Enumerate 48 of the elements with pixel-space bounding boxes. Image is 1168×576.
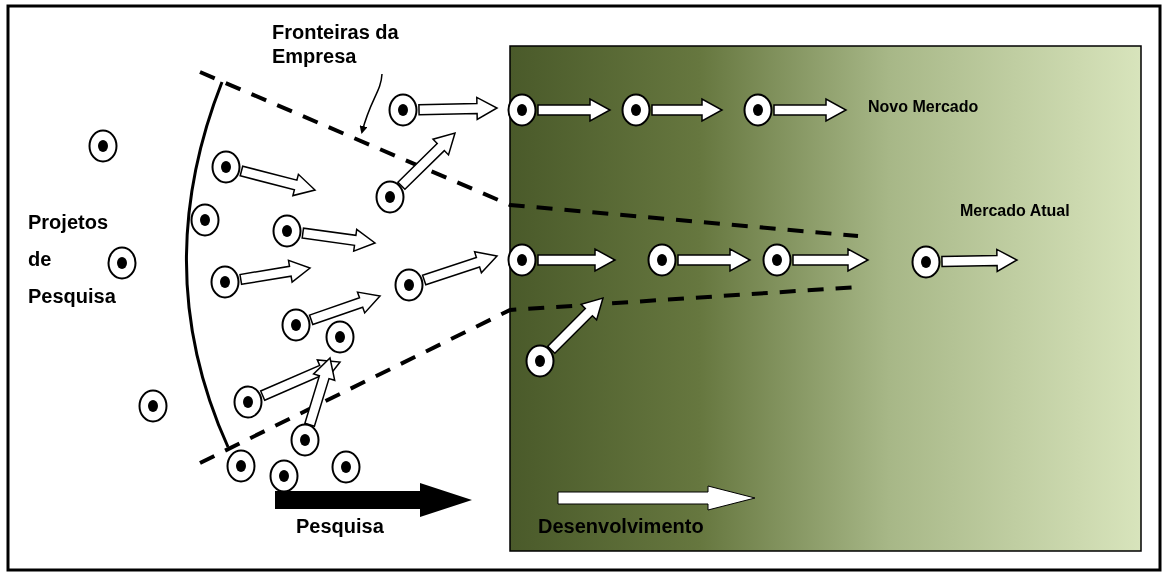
project-circle <box>762 243 792 277</box>
project-circle <box>211 150 241 184</box>
arrow <box>308 291 382 326</box>
project-circle <box>290 423 320 457</box>
project-circle <box>272 214 302 248</box>
project-circle <box>647 243 677 277</box>
project-circle <box>269 459 299 493</box>
arrow <box>421 250 499 286</box>
project-circle <box>375 180 405 214</box>
project-circle <box>107 246 137 280</box>
arrow <box>773 97 848 123</box>
label-text: Novo Mercado <box>868 97 980 117</box>
project-circle <box>331 450 361 484</box>
label-text: Projetos de Pesquisa <box>28 210 117 309</box>
arrow <box>651 97 724 123</box>
arrow <box>941 248 1019 273</box>
project-circle <box>190 203 220 237</box>
project-circle <box>226 449 256 483</box>
project-circle <box>138 389 168 423</box>
project-circle <box>210 265 240 299</box>
arrow <box>239 165 317 197</box>
arrow <box>546 296 605 355</box>
boundary-label: Fronteiras da Empresa <box>272 20 442 68</box>
arrow <box>396 131 457 191</box>
project-circle <box>621 93 651 127</box>
arrow <box>537 97 612 123</box>
arrow <box>677 247 752 273</box>
label-text: Pesquisa <box>296 514 385 538</box>
project-circle <box>507 243 537 277</box>
label-text: Desenvolvimento <box>538 514 705 538</box>
project-circle <box>525 344 555 378</box>
arrow <box>301 227 377 253</box>
project-circle <box>388 93 418 127</box>
project-circle <box>281 308 311 342</box>
project-circle <box>88 129 118 163</box>
arrow <box>239 259 312 286</box>
leader-line <box>359 73 383 134</box>
project-circle <box>743 93 773 127</box>
project-circle <box>507 93 537 127</box>
arrow <box>537 247 617 273</box>
project-circle <box>911 245 941 279</box>
arrow <box>303 356 336 428</box>
project-circle <box>394 268 424 302</box>
arrow <box>418 96 499 121</box>
project-circle <box>233 385 263 419</box>
arrow <box>792 247 870 273</box>
project-circle <box>325 320 355 354</box>
label-text: Mercado Atual <box>960 201 1071 221</box>
